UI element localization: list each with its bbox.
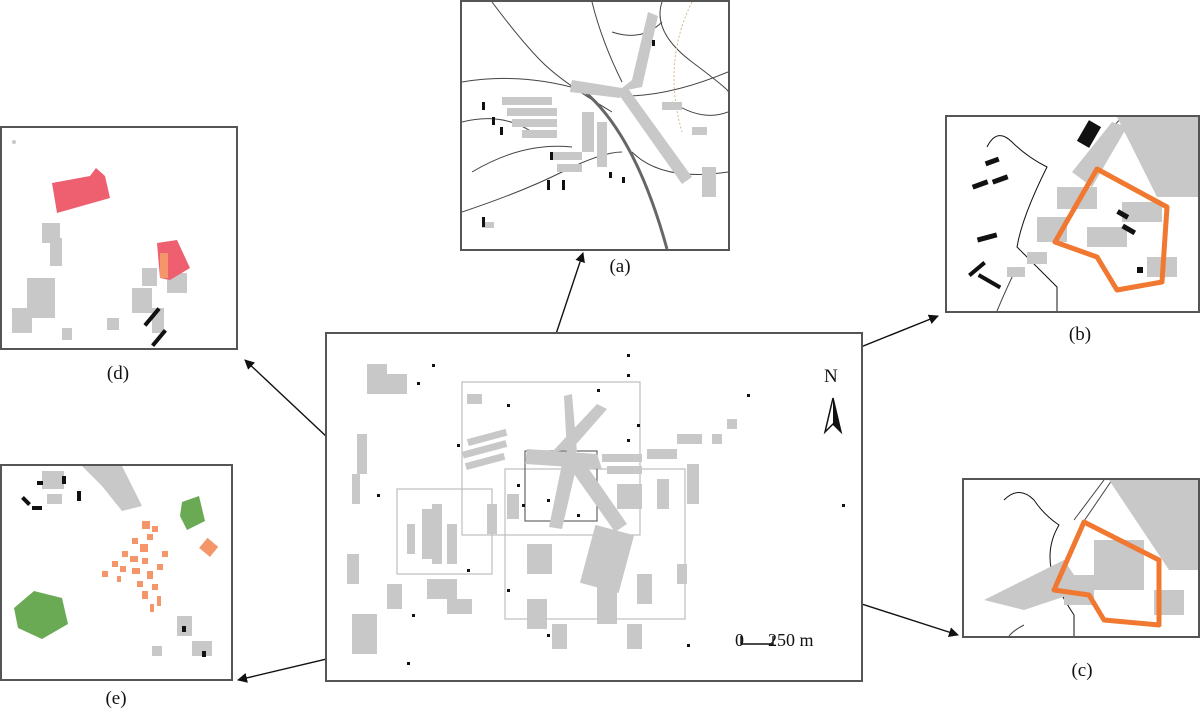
north-label: N <box>824 366 838 387</box>
highlight-polygon-c <box>1051 519 1162 628</box>
panel-b-map <box>945 115 1200 313</box>
caption-e: (e) <box>105 688 127 709</box>
caption-a: (a) <box>609 256 631 277</box>
scale-start-label: 0 <box>735 630 744 650</box>
green-parcel-top <box>180 496 205 530</box>
red-parcel-large <box>52 168 110 213</box>
caption-c: (c) <box>1071 660 1093 681</box>
caption-d: (d) <box>106 363 130 384</box>
overview-map <box>325 332 863 682</box>
scale-bar <box>740 636 774 645</box>
caption-b: (b) <box>1068 324 1092 345</box>
green-parcel-bottom <box>14 591 68 639</box>
highlight-polygon-b <box>1052 166 1170 293</box>
panel-c-map <box>962 478 1200 638</box>
extent-e <box>504 468 686 620</box>
panel-d-map <box>0 126 238 350</box>
panel-e-map <box>0 464 233 681</box>
salmon-parcel-small <box>199 537 219 557</box>
scale-end-label: 250 m <box>768 630 814 650</box>
salmon-building-cluster <box>102 521 168 612</box>
panel-a-map <box>460 0 730 251</box>
north-arrow-icon <box>823 397 843 435</box>
